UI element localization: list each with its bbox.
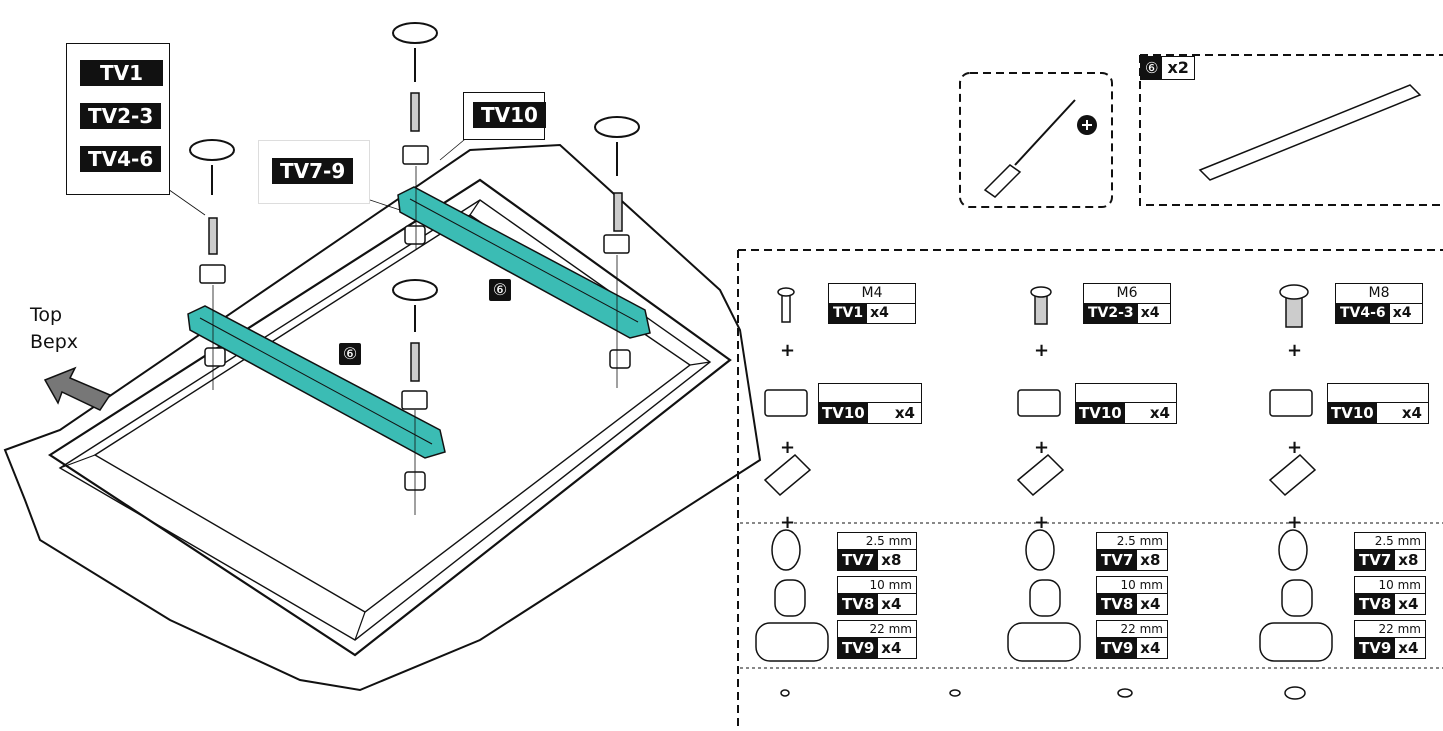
label-tv10: TV10: [473, 102, 546, 128]
label-tv1: TV1: [80, 60, 164, 86]
label-tv4-6: TV4-6: [80, 146, 162, 172]
rail-part-drawing: [1198, 84, 1422, 181]
top-direction-arrow: [43, 366, 112, 411]
label-tv7-9: TV7-9: [272, 158, 354, 184]
plus-icon: +: [1287, 340, 1303, 361]
column-part-drawings: [755, 284, 1333, 700]
tool-box: [959, 72, 1113, 208]
top-label-en: Top: [30, 304, 63, 326]
plus-icon: +: [1034, 340, 1050, 361]
part-number-badge: ⑥: [489, 279, 511, 301]
plus-icon: +: [1034, 512, 1050, 533]
rotation-arrows: [189, 22, 640, 301]
plus-icon: +: [780, 340, 796, 361]
mounting-rail-right: [397, 186, 651, 339]
plus-icon: +: [1287, 437, 1303, 458]
guide-lines: [154, 134, 618, 515]
label-tv2-3: TV2-3: [80, 103, 162, 129]
rail-part-box: [1139, 54, 1443, 206]
screws: [208, 92, 623, 382]
hardware-box: [737, 249, 1443, 731]
part-number-badge: ⑥: [339, 343, 361, 365]
tv-back-outer: [47, 178, 732, 657]
washers: [199, 145, 630, 410]
screwdriver-tips: [211, 48, 618, 332]
plus-icon: +: [1034, 437, 1050, 458]
plus-icon: +: [1287, 512, 1303, 533]
mounting-rail-left: [187, 305, 446, 459]
screwdriver-icon: [983, 99, 1076, 198]
rail-number: ⑥: [1141, 57, 1163, 79]
rail-qty: x2: [1162, 57, 1194, 79]
plus-icon: +: [780, 512, 796, 533]
packaging-sheet: [3, 143, 762, 692]
plus-icon: +: [780, 437, 796, 458]
rail-qty-label: ⑥ x2: [1140, 56, 1195, 80]
top-label-ru: Верх: [30, 331, 79, 353]
